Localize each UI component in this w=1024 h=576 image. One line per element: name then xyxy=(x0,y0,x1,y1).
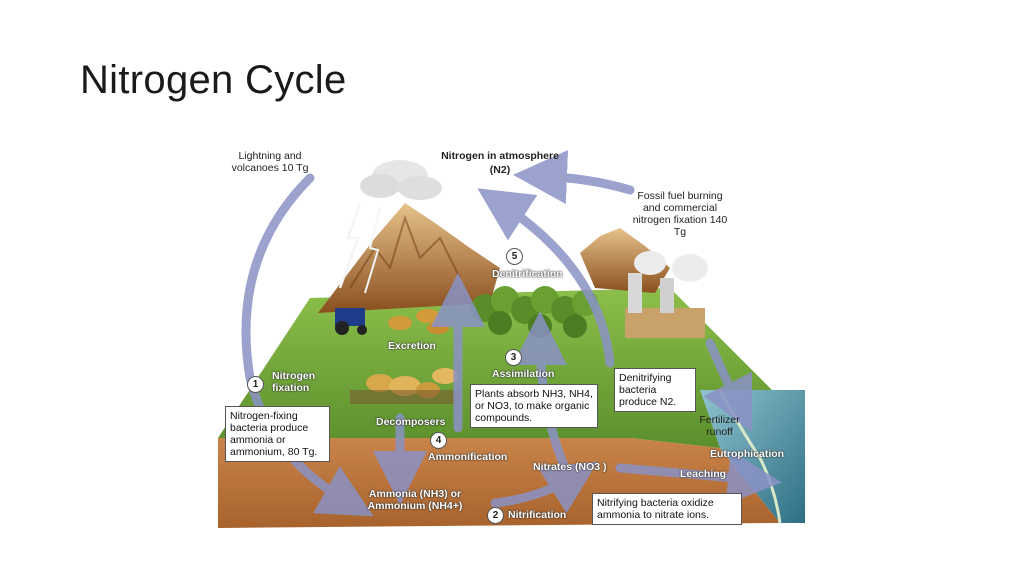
lightning-label: Lightning and volcanoes 10 Tg xyxy=(231,150,309,174)
nitrogen-cycle-diagram: Lightning and volcanoes 10 Tg Nitrogen i… xyxy=(200,128,810,538)
ammonia-label: Ammonia (NH3) or Ammonium (NH4+) xyxy=(367,488,463,512)
eutrophication-label: Eutrophication xyxy=(710,448,785,460)
excretion-label: Excretion xyxy=(388,340,436,352)
arrow-fertilizer-runoff xyxy=(703,338,753,433)
fertilizer-runoff-label: Fertilizer runoff xyxy=(699,414,740,438)
mountain-left xyxy=(318,203,500,313)
lightning-bolt xyxy=(338,202,362,289)
mushrooms xyxy=(350,368,460,404)
arrow-nitrification xyxy=(490,461,598,514)
arrow-denitrification xyxy=(477,188,615,368)
step-5-badge: 5 xyxy=(506,248,523,265)
step-4-badge: 4 xyxy=(430,432,447,449)
nitrates-label: Nitrates (NO3 ) xyxy=(533,461,607,473)
ammonification-label: Ammonification xyxy=(428,451,508,463)
nitrogen-fixation-label: Nitrogen fixation xyxy=(272,370,316,394)
fossil-fuel-label: Fossil fuel burning and commercial nitro… xyxy=(632,190,728,238)
nitrification-label: Nitrification xyxy=(508,509,567,521)
nitrogen-fixing-bacteria-box: Nitrogen-fixing bacteria produce ammonia… xyxy=(225,406,330,462)
atmosphere-title: Nitrogen in atmosphere xyxy=(441,150,559,162)
decomposers-label: Decomposers xyxy=(376,416,446,428)
nitrifying-bacteria-box: Nitrifying bacteria oxidize ammonia to n… xyxy=(592,493,742,525)
denitrification-label: Denitrification xyxy=(492,268,563,280)
step-1-badge: 1 xyxy=(247,376,264,393)
step-3-badge: 3 xyxy=(505,349,522,366)
arrow-fossil-atmosphere xyxy=(513,150,635,205)
arrow-leaching xyxy=(615,450,782,505)
atmosphere-formula: (N2) xyxy=(489,164,511,176)
plants-absorb-box: Plants absorb NH3, NH4, or NO3, to make … xyxy=(470,384,598,428)
leaching-label: Leaching xyxy=(680,468,727,480)
slide-title: Nitrogen Cycle xyxy=(80,58,347,102)
assimilation-label: Assimilation xyxy=(492,368,555,380)
step-2-badge: 2 xyxy=(487,507,504,524)
denitrifying-bacteria-box: Denitrifying bacteria produce N2. xyxy=(614,368,696,412)
mountain-right xyxy=(580,228,670,293)
